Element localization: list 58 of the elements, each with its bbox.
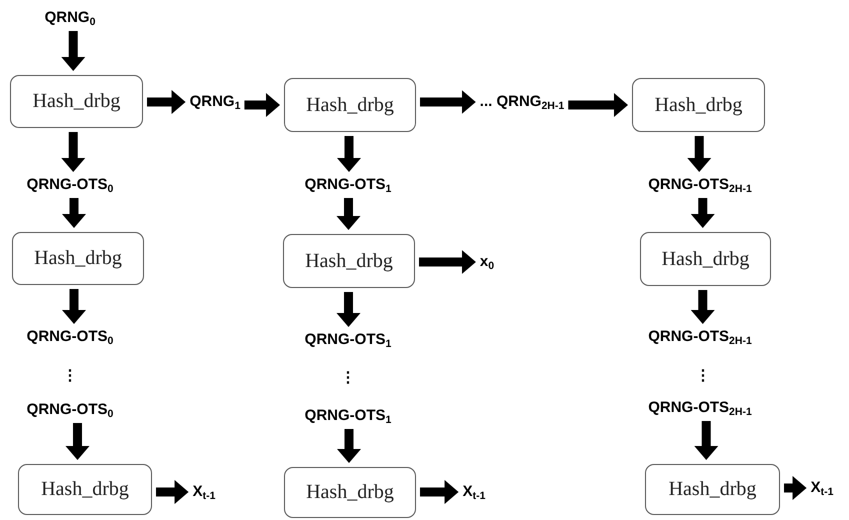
arrow <box>690 290 715 324</box>
arrow <box>61 31 86 71</box>
signal-label: X$_{t-1}$ <box>192 483 216 501</box>
process-box <box>10 75 143 128</box>
box-text: Hash_drbg <box>305 250 393 272</box>
arrow <box>337 136 361 172</box>
arrow <box>66 423 90 460</box>
arrow <box>336 292 360 327</box>
process-box <box>283 234 415 288</box>
box-text: Hash_drbg <box>306 94 394 116</box>
signal-label: ... QRNG$_{2H-1}$ <box>480 93 564 111</box>
box-text: Hash_drbg <box>34 247 122 270</box>
arrow <box>690 198 715 228</box>
process-box <box>640 232 771 286</box>
vertical-ellipsis: ⋮ <box>340 368 356 386</box>
signal-label: X$_{t-1}$ <box>462 483 486 501</box>
arrow <box>62 198 86 228</box>
box-text: Hash_drbg <box>662 248 750 270</box>
arrow <box>62 289 86 324</box>
arrow <box>568 93 628 117</box>
arrow <box>687 136 712 172</box>
signal-label: QRNG-OTS$_{2H-1}$ <box>648 399 752 417</box>
signal-label: QRNG-OTS$_{2H-1}$ <box>648 176 752 194</box>
signal-label: QRNG-OTS$_{0}$ <box>26 176 114 194</box>
signal-label: QRNG-OTS$_{1}$ <box>304 331 392 349</box>
process-box <box>284 78 416 132</box>
arrow <box>694 421 718 460</box>
process-box <box>284 467 416 518</box>
arrow <box>336 198 360 230</box>
arrow <box>420 480 459 504</box>
arrow <box>61 132 86 172</box>
box-text: Hash_drbg <box>654 94 742 116</box>
arrow <box>419 250 476 274</box>
process-box <box>18 464 152 515</box>
arrow <box>147 90 186 114</box>
signal-label: QRNG-OTS$_{1}$ <box>304 176 392 194</box>
box-text: Hash_drbg <box>306 481 394 504</box>
signal-label: QRNG-OTS$_{0}$ <box>26 328 114 346</box>
vertical-ellipsis: ⋮ <box>696 366 710 384</box>
signal-label: x$_{0}$ <box>480 253 494 271</box>
signal-label: QRNG-OTS$_{1}$ <box>304 407 392 425</box>
box-text: Hash_drbg <box>41 478 129 501</box>
arrow <box>420 90 476 114</box>
arrow <box>337 429 361 463</box>
process-box <box>645 464 780 515</box>
box-text: Hash_drbg <box>668 478 756 501</box>
arrow <box>244 93 280 117</box>
process-box <box>632 78 765 132</box>
arrow <box>784 476 807 500</box>
signal-label: QRNG$_{0}$ <box>44 9 96 27</box>
signal-label: QRNG-OTS$_{2H-1}$ <box>648 328 752 346</box>
vertical-ellipsis: ⋮ <box>62 366 78 384</box>
signal-label: QRNG-OTS$_{0}$ <box>26 401 114 419</box>
signal-label: QRNG$_{1}$ <box>190 93 240 111</box>
process-box <box>12 232 144 285</box>
arrow <box>156 480 189 504</box>
box-text: Hash_drbg <box>32 90 120 113</box>
signal-label: X$_{t-1}$ <box>810 479 834 497</box>
